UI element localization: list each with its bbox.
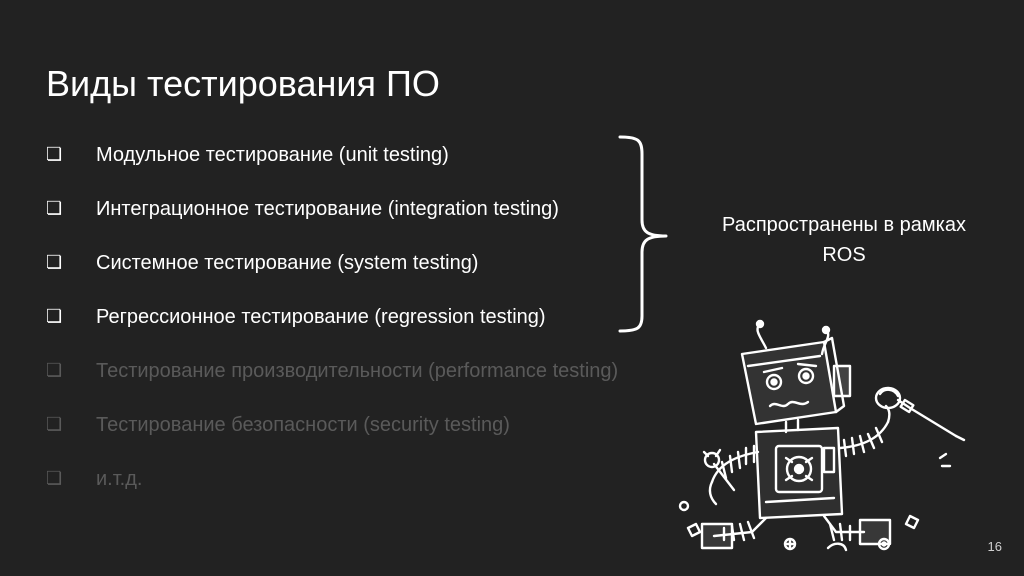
checkbox-bullet-icon: ❏ <box>46 360 63 381</box>
bullet-text: Регрессионное тестирование (regression t… <box>96 306 546 328</box>
bullet-text: Интеграционное тестирование (integration… <box>96 198 559 220</box>
bullet-text: и.т.д. <box>96 468 143 490</box>
side-note: Распространены в рамках ROS <box>722 214 966 266</box>
checkbox-bullet-icon: ❏ <box>46 414 63 435</box>
page-number: 16 <box>987 539 1002 554</box>
checkbox-bullet-icon: ❏ <box>46 144 63 165</box>
bullet-item-security-testing: ❏ Тестирование безопасности (security te… <box>46 398 636 452</box>
slide-title: Виды тестирования ПО <box>46 63 440 104</box>
checkbox-bullet-icon: ❏ <box>46 198 63 219</box>
checkbox-bullet-icon: ❏ <box>46 468 63 489</box>
bullet-text: Системное тестирование (system testing) <box>96 252 479 274</box>
bullet-item-unit-testing: ❏ Модульное тестирование (unit testing) <box>46 128 636 182</box>
bullet-text: Тестирование производительности (perform… <box>96 360 619 382</box>
curly-brace-icon <box>618 135 668 333</box>
bullet-text: Тестирование безопасности (security test… <box>96 414 510 436</box>
bullet-item-performance-testing: ❏ Тестирование производительности (perfo… <box>46 344 636 398</box>
checkbox-bullet-icon: ❏ <box>46 306 63 327</box>
checkbox-bullet-icon: ❏ <box>46 252 63 273</box>
broken-robot-icon <box>678 319 966 552</box>
bullet-item-etc: ❏ и.т.д. <box>46 452 636 506</box>
bullet-text: Модульное тестирование (unit testing) <box>96 144 449 166</box>
bullet-item-regression-testing: ❏ Регрессионное тестирование (regression… <box>46 290 636 344</box>
bullet-list: ❏ Модульное тестирование (unit testing) … <box>46 128 636 506</box>
bullet-item-integration-testing: ❏ Интеграционное тестирование (integrati… <box>46 182 636 236</box>
bullet-item-system-testing: ❏ Системное тестирование (system testing… <box>46 236 636 290</box>
